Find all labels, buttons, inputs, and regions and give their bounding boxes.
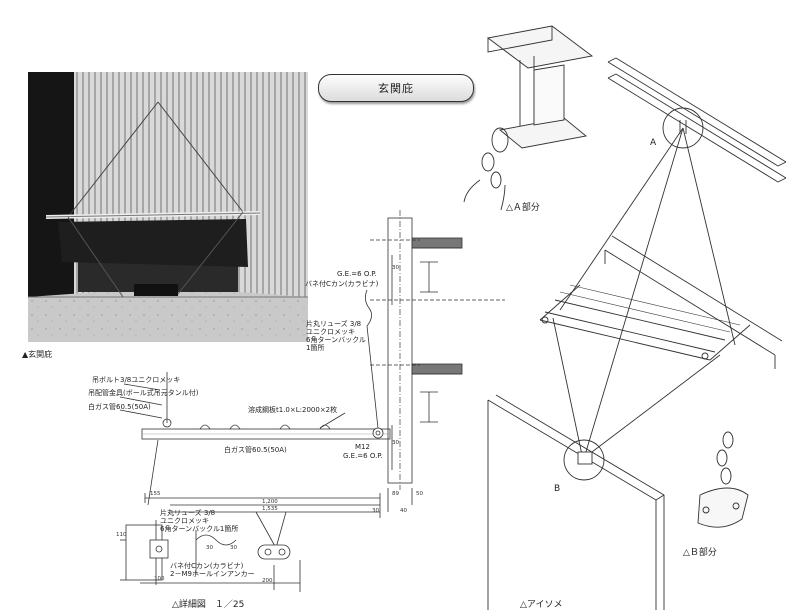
label-wire-3: 6角ターンバックル	[306, 336, 366, 344]
label-plate: 溶成鋼板t1.0×L:2000×2枚	[248, 406, 338, 414]
label-g-bottom: G.E.=6 O.P.	[343, 452, 383, 460]
dim-30-e: 30	[230, 545, 237, 551]
caption-part-b: △Ｂ部分	[683, 548, 717, 558]
label-pipe-top: 白ガス管60.5(50A)	[88, 403, 151, 411]
dim-40: 40	[400, 508, 407, 514]
dim-100: 100	[154, 576, 165, 582]
label-hanger: 吊配管金具(ボール式吊元タンル付)	[88, 389, 199, 397]
dim-30-c: 30	[392, 440, 399, 446]
dim-1535: 1,535	[262, 506, 278, 512]
label-g-top: G.E.=6 O.P.	[337, 270, 377, 278]
label-wire-1: 片丸リューズ 3/8	[306, 320, 362, 328]
label-wire-2: ユニクロメッキ	[306, 328, 355, 336]
label-a: A	[650, 138, 657, 148]
canopy-photo-drawing	[28, 72, 308, 342]
label-m12: M12	[355, 443, 370, 451]
dim-110: 110	[116, 532, 127, 538]
label-bolt: 吊ボルト3/8ユニクロメッキ	[92, 376, 181, 384]
label-low-1: 片丸リューズ 3/8	[160, 509, 216, 517]
dim-89: 89	[392, 491, 399, 497]
dim-200: 200	[262, 578, 273, 584]
dim-30-b: 30	[392, 265, 399, 271]
label-low-5: 2－M9ホールインアンカー	[170, 570, 255, 578]
label-low-2: ユニクロメッキ	[160, 517, 209, 525]
label-low-3: 6角ターンバックル1箇所	[160, 525, 239, 533]
canopy-photo	[28, 72, 308, 342]
page-title: 玄関庇	[318, 74, 474, 102]
label-b: B	[554, 484, 561, 494]
label-pipe-bottom: 白ガス管60.5(50A)	[224, 446, 287, 454]
label-carabiner: バネ付Cカン(カラビナ)	[305, 280, 379, 288]
dim-1200: 1,200	[262, 499, 278, 505]
caption-part-a: △Ａ部分	[506, 203, 540, 213]
photo-caption: ▲玄関庇	[22, 350, 53, 359]
dim-50: 50	[416, 491, 423, 497]
dim-30-d: 30	[206, 545, 213, 551]
dim-30: 30	[372, 508, 379, 514]
detail-caption: △詳細図 １／25	[172, 600, 245, 610]
label-low-4: バネ付Cカン(カラビナ)	[170, 562, 244, 570]
iso-caption: △アイソメ	[520, 600, 563, 610]
dim-155: 155	[150, 491, 161, 497]
label-wire-4: 1箇所	[306, 344, 325, 352]
